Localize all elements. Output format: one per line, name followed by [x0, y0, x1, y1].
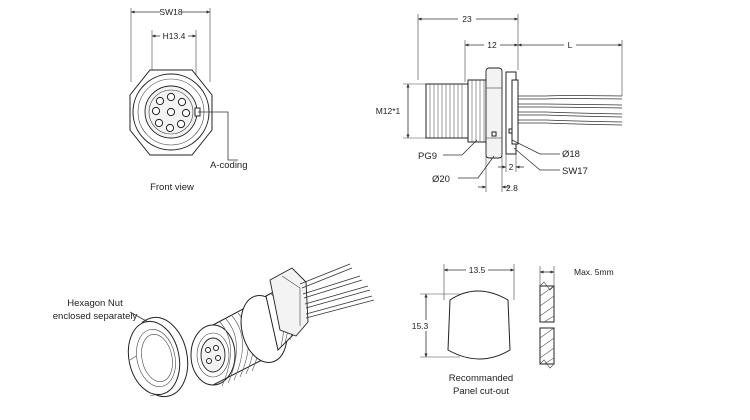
isometric-view: Hexagon Nut enclosed separately — [53, 263, 375, 398]
side-hex-nut — [485, 67, 503, 159]
dim-m12-label: M12*1 — [376, 106, 401, 116]
cutout-caption-line2: Panel cut-out — [453, 386, 509, 397]
cable-wires — [518, 95, 623, 126]
dim-sw18: SW18 — [130, 6, 211, 17]
dim-2-8-label: 2.8 — [506, 183, 518, 193]
side-pg9-thread — [467, 79, 487, 143]
dim-2-label: 2 — [509, 162, 514, 172]
dim-h13-4-label: H13.4 — [163, 31, 186, 41]
iso-hex-nut — [127, 316, 189, 398]
nut-label-line2: enclosed separately — [53, 311, 138, 322]
front-view: SW18 H13.4 A-coding Fron — [129, 6, 248, 193]
dim-m12: M12*1 — [370, 83, 430, 139]
dim-h13-4: H13.4 — [151, 30, 197, 41]
dim-23: 23 — [417, 13, 519, 24]
side-thread-lines — [429, 84, 463, 138]
nut-label-line1: Hexagon Nut — [67, 298, 123, 309]
cutout-caption-line1: Recommanded — [449, 373, 513, 384]
panel-wall-lower — [539, 327, 555, 365]
iso-wires — [299, 263, 375, 319]
iso-connector — [190, 267, 309, 387]
dim-15-3-label: 15.3 — [412, 321, 429, 331]
dim-23-label: 23 — [462, 14, 472, 24]
dim-max-thickness: Max. 5mm — [539, 267, 614, 277]
dim-2: 2 — [498, 162, 524, 172]
dim-l: L — [517, 39, 623, 50]
panel-section: Max. 5mm — [539, 266, 614, 369]
side-threaded-body — [425, 83, 469, 139]
front-view-caption: Front view — [150, 182, 194, 193]
dim-13-5-label: 13.5 — [469, 265, 486, 275]
dim-2-8: 2.8 — [478, 183, 518, 193]
dia20-label: Ø20 — [432, 174, 450, 185]
cutout-shape — [447, 290, 511, 360]
dim-12-label: 12 — [487, 40, 497, 50]
contact-pins — [151, 92, 191, 133]
panel-wall-upper — [539, 285, 555, 323]
dim-12: 12 — [464, 39, 519, 50]
pg9-label: PG9 — [418, 151, 437, 162]
sw17-label: SW17 — [562, 166, 588, 177]
dim-l-label: L — [568, 40, 573, 50]
dim-13-5: 13.5 — [443, 264, 515, 275]
dim-15-3: 15.3 — [410, 293, 430, 358]
side-view: 23 12 L M12*1 — [370, 13, 623, 193]
panel-max-label: Max. 5mm — [574, 267, 614, 277]
dim-sw18-label: SW18 — [159, 7, 182, 17]
dia18-label: Ø18 — [562, 149, 580, 160]
coding-label: A-coding — [210, 160, 248, 171]
panel-cutout: 13.5 15.3 Recommanded Panel cut-out — [410, 264, 515, 397]
